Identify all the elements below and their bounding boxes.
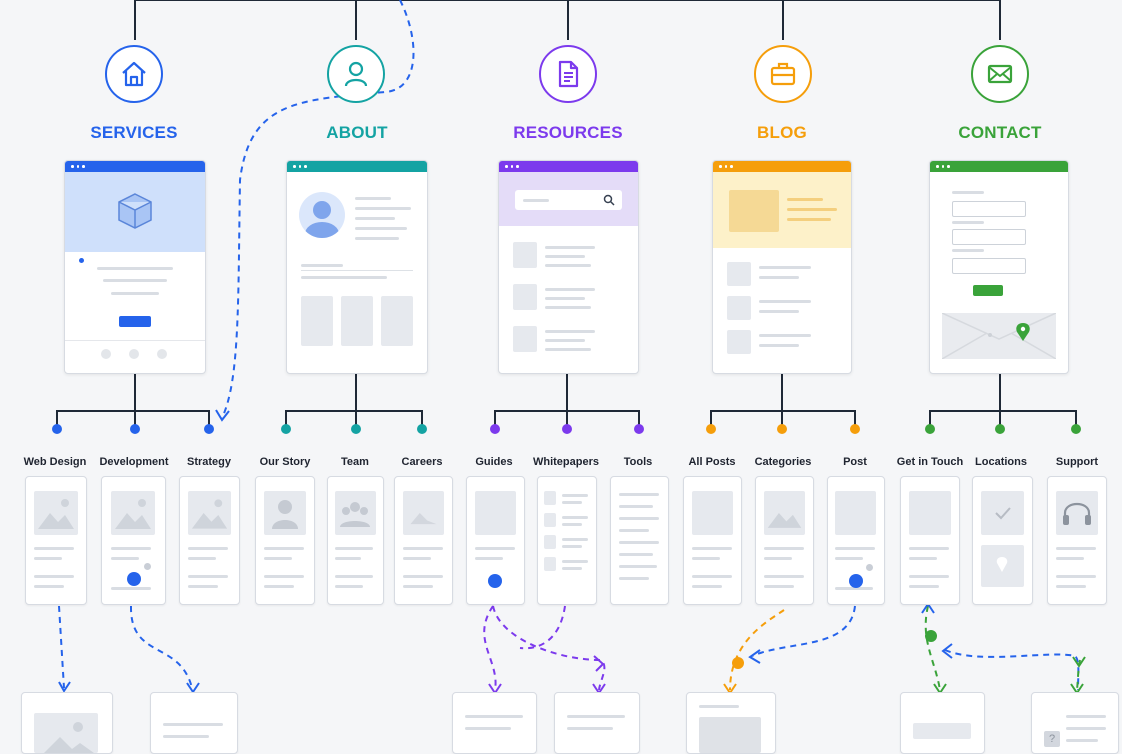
subpage-label-support[interactable]: Support [1055, 456, 1099, 468]
contact-submit-button[interactable] [973, 285, 1003, 296]
section-title-blog[interactable]: BLOG [757, 123, 807, 142]
post-detail-card[interactable] [686, 692, 776, 754]
locations-thumbnail[interactable] [972, 476, 1033, 605]
resources-page-wireframe[interactable] [498, 160, 639, 374]
tree-dots [52, 424, 1081, 434]
subpage-label-whitepapers[interactable]: Whitepapers [532, 456, 599, 468]
document-icon [558, 60, 579, 88]
contact-name-field[interactable] [952, 201, 1026, 217]
get-in-touch-thumbnail[interactable] [900, 476, 960, 605]
subpage-label-web-design[interactable]: Web Design [23, 456, 87, 468]
subpage-label-strategy[interactable]: Strategy [186, 456, 232, 468]
whitepapers-detail-card[interactable] [554, 692, 640, 754]
about-page-wireframe[interactable] [286, 160, 428, 374]
image-icon [38, 499, 74, 529]
development-detail-card[interactable] [150, 692, 238, 754]
development-thumbnail[interactable] [101, 476, 166, 605]
envelope-icon [987, 64, 1013, 84]
subpage-label-careers[interactable]: Careers [401, 456, 443, 468]
careers-thumbnail[interactable] [394, 476, 453, 605]
headset-icon [1063, 502, 1091, 525]
image-icon [115, 499, 151, 529]
guides-thumbnail[interactable] [466, 476, 525, 605]
flow-arrows [58, 0, 1081, 691]
search-bar[interactable] [515, 190, 622, 210]
user-icon [344, 61, 368, 87]
section-title-resources[interactable]: RESOURCES [513, 123, 623, 142]
categories-thumbnail[interactable] [755, 476, 814, 605]
blog-icon-circle[interactable] [754, 45, 812, 103]
subpage-label-get-in-touch[interactable]: Get in Touch [896, 456, 964, 468]
post-thumbnail[interactable] [827, 476, 885, 605]
avatar-icon [299, 192, 345, 238]
map-placeholder [941, 312, 1057, 360]
whitepapers-thumbnail[interactable] [537, 476, 597, 605]
blog-page-wireframe[interactable] [712, 160, 852, 374]
contact-message-field[interactable] [952, 258, 1026, 274]
image-icon [410, 513, 437, 525]
subpage-label-guides[interactable]: Guides [475, 456, 513, 468]
subpage-label-categories[interactable]: Categories [754, 456, 812, 468]
cube-icon [118, 193, 152, 229]
subpage-label-post[interactable]: Post [843, 456, 867, 468]
subpage-tree-connectors [56, 372, 1077, 428]
about-icon-circle[interactable] [327, 45, 385, 103]
all-posts-thumbnail[interactable] [683, 476, 742, 605]
strategy-thumbnail[interactable] [179, 476, 240, 605]
web-design-thumbnail[interactable] [25, 476, 87, 605]
get-in-touch-detail-card[interactable] [900, 692, 985, 754]
subpage-label-development[interactable]: Development [99, 456, 169, 468]
guides-detail-card[interactable] [452, 692, 537, 754]
section-title-services[interactable]: SERVICES [90, 123, 178, 142]
web-design-detail-card[interactable] [21, 692, 113, 754]
check-icon [995, 507, 1011, 520]
flow-dots [732, 630, 937, 669]
services-cta-button[interactable] [119, 316, 151, 327]
image-icon [44, 722, 94, 753]
help-icon: ? [1044, 731, 1060, 747]
map-icon [941, 312, 1057, 360]
subpage-label-all-posts[interactable]: All Posts [688, 456, 736, 468]
search-icon[interactable] [603, 194, 615, 206]
group-icon [340, 502, 370, 527]
services-icon-circle[interactable] [105, 45, 163, 103]
home-icon [122, 61, 146, 87]
person-icon [272, 500, 298, 529]
image-icon [767, 513, 802, 528]
subpage-label-tools[interactable]: Tools [623, 456, 653, 468]
our-story-thumbnail[interactable] [255, 476, 315, 605]
resources-icon-circle[interactable] [539, 45, 597, 103]
top-connector [134, 0, 1001, 40]
contact-icon-circle[interactable] [971, 45, 1029, 103]
location-pin-icon [996, 557, 1008, 572]
subpage-label-team[interactable]: Team [341, 456, 369, 468]
tools-thumbnail[interactable] [610, 476, 669, 605]
subpage-label-locations[interactable]: Locations [975, 456, 1027, 468]
services-page-wireframe[interactable] [64, 160, 206, 374]
contact-page-wireframe[interactable] [929, 160, 1069, 374]
image-icon [191, 499, 228, 529]
briefcase-icon [770, 62, 796, 86]
contact-email-field[interactable] [952, 229, 1026, 245]
subpage-label-our-story[interactable]: Our Story [259, 456, 311, 468]
support-thumbnail[interactable] [1047, 476, 1107, 605]
support-detail-card[interactable]: ? [1031, 692, 1119, 754]
team-thumbnail[interactable] [327, 476, 384, 605]
section-title-contact[interactable]: CONTACT [958, 123, 1042, 142]
section-title-about[interactable]: ABOUT [326, 123, 388, 142]
services-hero [65, 172, 205, 263]
